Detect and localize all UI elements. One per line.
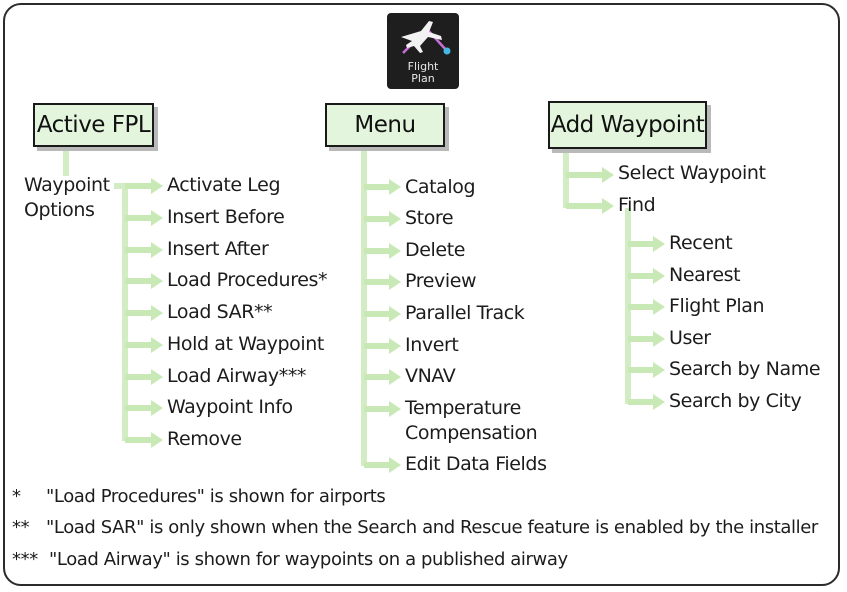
menu-item-activate-leg: Activate Leg: [167, 174, 281, 196]
menu-item-user: User: [669, 327, 711, 349]
branch-arrow: [125, 400, 163, 416]
menu-item-edit-data-fields: Edit Data Fields: [405, 453, 547, 475]
menu-item-waypoint-info: Waypoint Info: [167, 396, 293, 418]
menu-item-temperature-compensation-line2: Compensation: [405, 422, 538, 444]
branch-arrow: [364, 306, 401, 322]
menu-item-insert-after: Insert After: [167, 238, 269, 260]
menu-item-store: Store: [405, 207, 454, 229]
branch-arrow: [628, 268, 665, 284]
branch-arrow: [125, 337, 163, 353]
flight-plan-icon: [401, 21, 451, 55]
menu-item-find: Find: [618, 194, 656, 216]
branch-arrow: [566, 167, 614, 183]
footnote-text: "Load Airway" is shown for waypoints on …: [49, 549, 568, 570]
waypoint-options-label-line2: Options: [24, 199, 95, 221]
menu-item-remove: Remove: [167, 428, 242, 450]
menu-item-load-airway: Load Airway***: [167, 365, 307, 387]
branch-arrow: [628, 299, 665, 315]
menu-item-insert-before: Insert Before: [167, 206, 285, 228]
branch-arrow: [364, 274, 401, 290]
menu-item-parallel-track: Parallel Track: [405, 302, 525, 324]
branch-arrow: [125, 242, 163, 258]
footnote-text: "Load SAR" is only shown when the Search…: [46, 517, 818, 538]
flight-plan-label-line1: Flight: [407, 60, 439, 73]
branch-arrow: [364, 401, 401, 417]
branch-arrow: [628, 362, 665, 378]
footnote: * "Load Procedures" is shown for airports: [12, 486, 386, 507]
footnote: *** "Load Airway" is shown for waypoints …: [12, 549, 568, 570]
branch-arrow: [125, 305, 163, 321]
footnote-mark: **: [12, 517, 30, 538]
branch-arrow: [125, 432, 163, 448]
branch-arrow: [364, 457, 401, 473]
footnote-mark: *: [12, 486, 21, 507]
menu-header: Menu: [325, 103, 445, 147]
menu-item-search-by-name: Search by Name: [669, 358, 821, 380]
menu-item-vnav: VNAV: [405, 365, 456, 387]
branch-arrow: [125, 210, 163, 226]
branch-arrow: [364, 338, 401, 354]
branch-arrow: [364, 179, 401, 195]
branch-arrow: [364, 211, 401, 227]
menu-item-temperature-compensation-line1: Temperature: [405, 397, 521, 419]
branch-arrow: [125, 273, 163, 289]
branch-arrow: [364, 369, 401, 385]
menu-item-select-waypoint: Select Waypoint: [618, 162, 766, 184]
branch-arrow: [628, 394, 665, 410]
branch-arrow: [364, 243, 401, 259]
add-waypoint-header: Add Waypoint: [548, 101, 707, 149]
branch-arrow: [125, 369, 163, 385]
menu-item-delete: Delete: [405, 239, 466, 261]
diagram-frame: [3, 3, 840, 586]
menu-item-invert: Invert: [405, 334, 459, 356]
branch-arrow: [566, 198, 614, 214]
branch-arrow: [628, 331, 665, 347]
menu-item-search-by-city: Search by City: [669, 390, 802, 412]
footnote: ** "Load SAR" is only shown when the Sear…: [12, 517, 818, 538]
menu-item-nearest: Nearest: [669, 264, 741, 286]
waypoint-options-label-line1: Waypoint: [24, 174, 110, 196]
menu-item-load-procedures: Load Procedures*: [167, 269, 328, 291]
branch-arrow: [628, 236, 665, 252]
menu-item-hold-at-waypoint: Hold at Waypoint: [167, 333, 324, 355]
menu-item-preview: Preview: [405, 270, 477, 292]
flight-plan-label-line2: Plan: [411, 72, 435, 85]
active-fpl-header: Active FPL: [33, 103, 154, 147]
flight-plan-button[interactable]: Flight Plan: [387, 13, 459, 89]
menu-item-flight-plan: Flight Plan: [669, 295, 765, 317]
branch-arrow: [125, 178, 163, 194]
menu-item-catalog: Catalog: [405, 176, 476, 198]
footnote-mark: ***: [12, 549, 38, 570]
footnote-text: "Load Procedures" is shown for airports: [46, 486, 386, 507]
menu-item-recent: Recent: [669, 232, 733, 254]
menu-item-load-sar: Load SAR**: [167, 301, 273, 323]
